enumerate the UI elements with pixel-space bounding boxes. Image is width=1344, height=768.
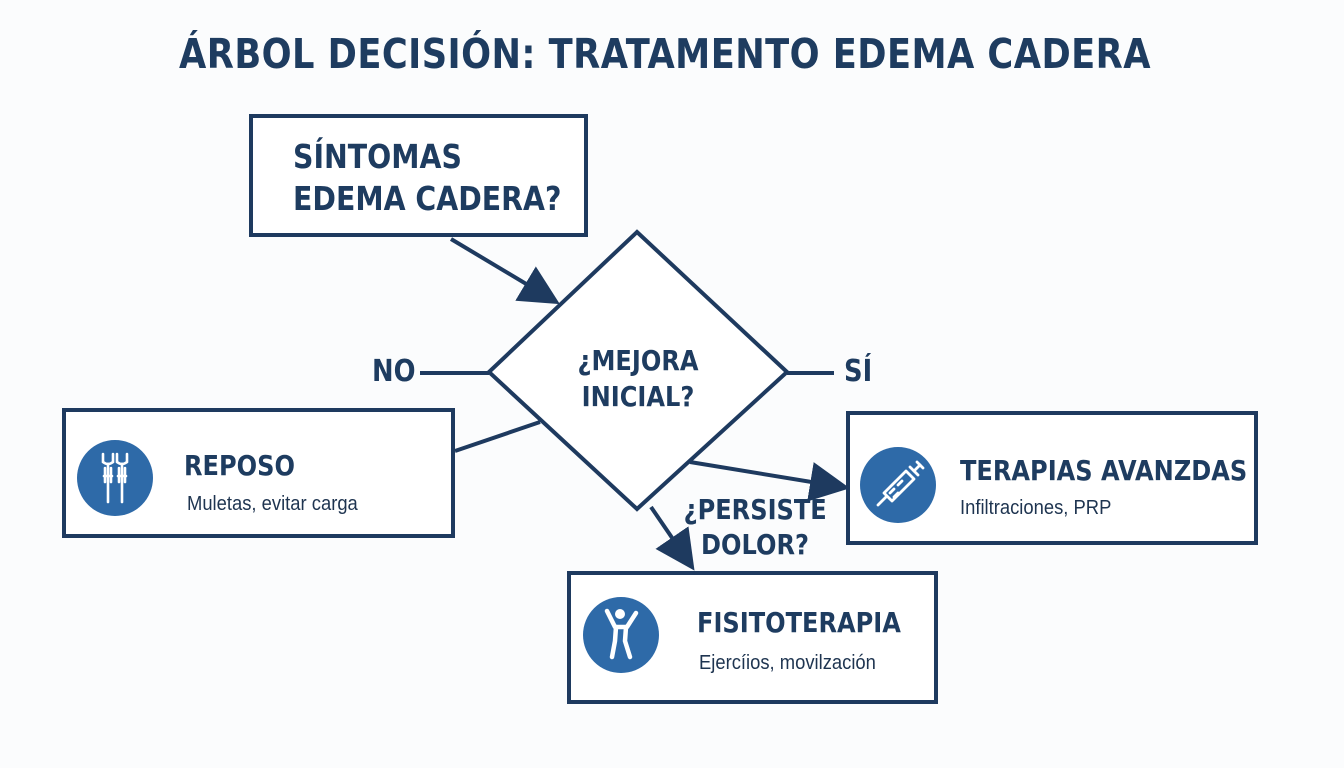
persist-question: ¿PERSISTE DOLOR? bbox=[684, 492, 827, 562]
start-box bbox=[249, 114, 588, 237]
persist-line2: DOLOR? bbox=[701, 528, 809, 561]
arrow-to-fisioterapia bbox=[649, 505, 695, 571]
fisioterapia-subtitle: Ejercíios, movilzación bbox=[699, 652, 876, 674]
connector-to-reposo bbox=[454, 420, 541, 453]
no-label: NO bbox=[372, 354, 416, 389]
reposo-subtitle: Muletas, evitar carga bbox=[187, 493, 358, 515]
diagram-title: ÁRBOL DECISIÓN: TRATAMENTO EDEMA CADERA bbox=[179, 30, 1151, 78]
persist-line1: ¿PERSISTE bbox=[683, 493, 827, 526]
start-question-line1: SÍNTOMAS bbox=[293, 137, 462, 176]
decision-line2: INICIAL? bbox=[581, 380, 695, 413]
syringe-icon bbox=[860, 447, 936, 523]
decision-question: ¿MEJORA INICIAL? bbox=[552, 343, 724, 415]
exercise-person-icon bbox=[583, 597, 659, 673]
crutches-icon bbox=[77, 440, 153, 516]
terapias-subtitle: Infiltraciones, PRP bbox=[960, 497, 1112, 519]
arrow-start-to-decision bbox=[449, 237, 560, 305]
arrow-to-terapias bbox=[689, 460, 850, 502]
start-question: SÍNTOMAS EDEMA CADERA? bbox=[293, 136, 561, 220]
fisioterapia-title: FISITOTERAPIA bbox=[697, 606, 901, 639]
yes-label: SÍ bbox=[844, 354, 873, 389]
terapias-title: TERAPIAS AVANZDAS bbox=[960, 454, 1248, 487]
start-question-line2: EDEMA CADERA? bbox=[293, 179, 562, 218]
decision-diamond bbox=[486, 229, 790, 512]
decision-line1: ¿MEJORA bbox=[577, 344, 699, 377]
reposo-title: REPOSO bbox=[184, 449, 295, 482]
